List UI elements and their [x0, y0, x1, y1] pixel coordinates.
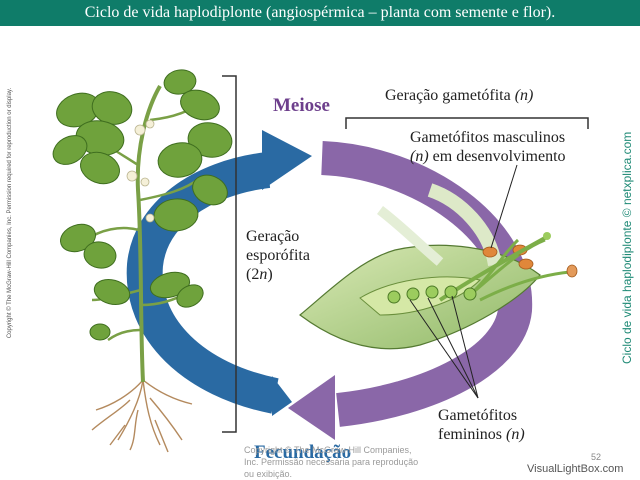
page-number: 52 — [591, 452, 602, 462]
purple-arrow-head — [288, 375, 335, 440]
gametophyte-bracket — [345, 117, 589, 129]
plant-flowers — [126, 119, 155, 223]
blue-arrow-head-top — [262, 130, 312, 190]
copyright-vertical: Copyright © The McGraw-Hill Companies, I… — [7, 87, 13, 339]
anther — [518, 258, 534, 270]
permission-note: Copyright © The McGraw-Hill Companies, I… — [244, 445, 419, 479]
life-cycle-diagram — [52, 69, 589, 453]
anther — [566, 264, 578, 278]
female-gametophytes-label: Gametófitos femininos (n) — [438, 407, 525, 443]
blue-arrow-head-bottom — [272, 376, 292, 416]
watermark: VisualLightBox.com — [527, 463, 624, 475]
anther — [482, 246, 498, 258]
meiosis-label: Meiose — [273, 95, 330, 116]
sporophyte-generation-label: Geração esporófita (2n) — [246, 228, 310, 283]
side-credit: Ciclo de vida haplodiplonte © netxplica.… — [620, 131, 634, 364]
plant-roots — [91, 379, 193, 453]
leader-lines — [409, 164, 518, 399]
slide-title: Ciclo de vida haplodiplonte (angiospérmi… — [0, 0, 640, 26]
gametophyte-generation-label: Geração gametófita (n) — [385, 87, 534, 104]
ovules — [387, 285, 477, 304]
plant-stem — [135, 84, 162, 383]
male-gametophytes-label: Gametófitos masculinos (n) em desenvolvi… — [410, 129, 566, 165]
fecundation-label: Fecundação — [254, 442, 352, 463]
sporophyte-bracket — [222, 75, 237, 433]
flower-cross-section — [299, 183, 578, 350]
plant-leaves — [52, 69, 233, 341]
purple-cycle-arrow — [320, 141, 533, 427]
